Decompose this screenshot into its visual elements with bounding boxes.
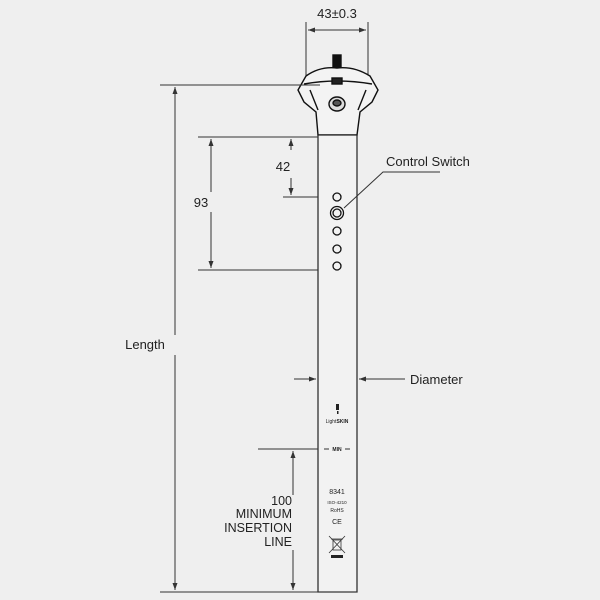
seat-clamp-head [297, 54, 379, 136]
model-number: 8341 [329, 489, 345, 496]
standard-mark: ISO-4210 [327, 500, 347, 505]
weee-bin-icon [328, 535, 346, 558]
min-insertion-dimension [258, 448, 318, 590]
min-insertion-line2: INSERTION [224, 521, 292, 535]
control-switch-label: Control Switch [386, 154, 470, 169]
brand-logo: LightSKIN [326, 404, 349, 425]
head-width-label: 43±0.3 [317, 6, 357, 21]
light-holes [329, 192, 345, 271]
length-dimension [160, 84, 357, 593]
min-insertion-label: 100 MINIMUM INSERTION LINE [224, 494, 292, 549]
diameter-label: Diameter [410, 372, 463, 387]
dimension-93 [198, 136, 318, 271]
svg-text:LightSKIN: LightSKIN [326, 419, 349, 425]
control-switch-leader [343, 171, 440, 209]
seatpost-tube [317, 134, 358, 593]
length-label: Length [125, 337, 165, 352]
dimension-42 [283, 139, 318, 198]
ce-mark: CE [332, 519, 342, 526]
min-insertion-line1: MINIMUM [236, 507, 292, 521]
min-insertion-value: 100 [271, 494, 292, 508]
head-width-dimension [305, 22, 369, 80]
min-mark: MIN [332, 447, 342, 453]
min-insertion-line3: LINE [264, 535, 292, 549]
dim-93-label: 93 [194, 195, 208, 210]
dim-42-label: 42 [276, 159, 290, 174]
rohs-mark: RoHS [330, 508, 344, 514]
